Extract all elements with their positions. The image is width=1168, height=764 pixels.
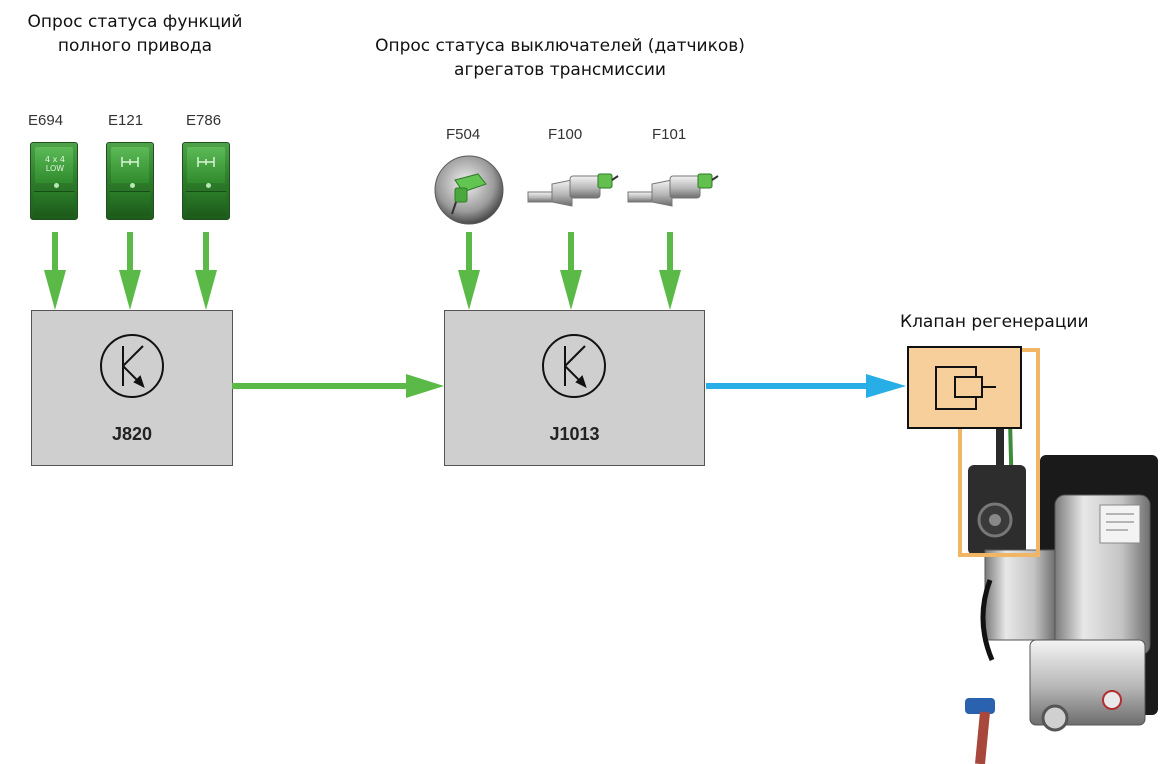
heading-switch-status: Опрос статуса выключателей (датчиков) аг… bbox=[375, 36, 745, 80]
arrow-j1013-to-valve bbox=[706, 374, 906, 398]
arrow-e121-to-j820 bbox=[119, 232, 141, 310]
arrow-f100-to-j1013 bbox=[560, 232, 582, 310]
switch-code-e694: E694 bbox=[28, 112, 64, 129]
sensor-code-f101: F101 bbox=[652, 126, 687, 143]
axle-lock-icon bbox=[121, 157, 139, 167]
arrow-e786-to-j820 bbox=[195, 232, 217, 310]
compressor-image bbox=[965, 419, 1158, 764]
sensor-code-f504: F504 bbox=[446, 126, 481, 143]
sensor-f101-image bbox=[627, 173, 719, 207]
switch-e694-label: 4 x 4 LOW bbox=[45, 155, 65, 173]
regeneration-valve-symbol bbox=[907, 346, 1022, 429]
regeneration-valve-title: Клапан регенерации bbox=[900, 312, 1089, 332]
heading-awd-status: Опрос статуса функций полного привода bbox=[27, 12, 243, 56]
arrow-f504-to-j1013 bbox=[458, 232, 480, 310]
switch-code-e121: E121 bbox=[108, 112, 144, 129]
sensor-f100-image bbox=[527, 173, 619, 207]
control-unit-symbol-j820 bbox=[100, 334, 164, 398]
sensor-code-f100: F100 bbox=[548, 126, 583, 143]
switch-e786 bbox=[182, 142, 230, 220]
control-unit-j1013-label: J1013 bbox=[549, 424, 600, 444]
switch-e121 bbox=[106, 142, 154, 220]
control-unit-symbol-j1013 bbox=[542, 334, 606, 398]
switch-e694: 4 x 4 LOW bbox=[30, 142, 78, 220]
control-unit-j820-label: J820 bbox=[111, 424, 153, 444]
arrow-e694-to-j820 bbox=[44, 232, 66, 310]
arrow-j820-to-j1013 bbox=[232, 374, 444, 398]
axle-lock-icon bbox=[197, 157, 215, 167]
signal-arrows bbox=[44, 232, 681, 398]
arrow-f101-to-j1013 bbox=[659, 232, 681, 310]
switch-code-e786: E786 bbox=[186, 112, 222, 129]
sensor-f504-image bbox=[434, 155, 504, 225]
